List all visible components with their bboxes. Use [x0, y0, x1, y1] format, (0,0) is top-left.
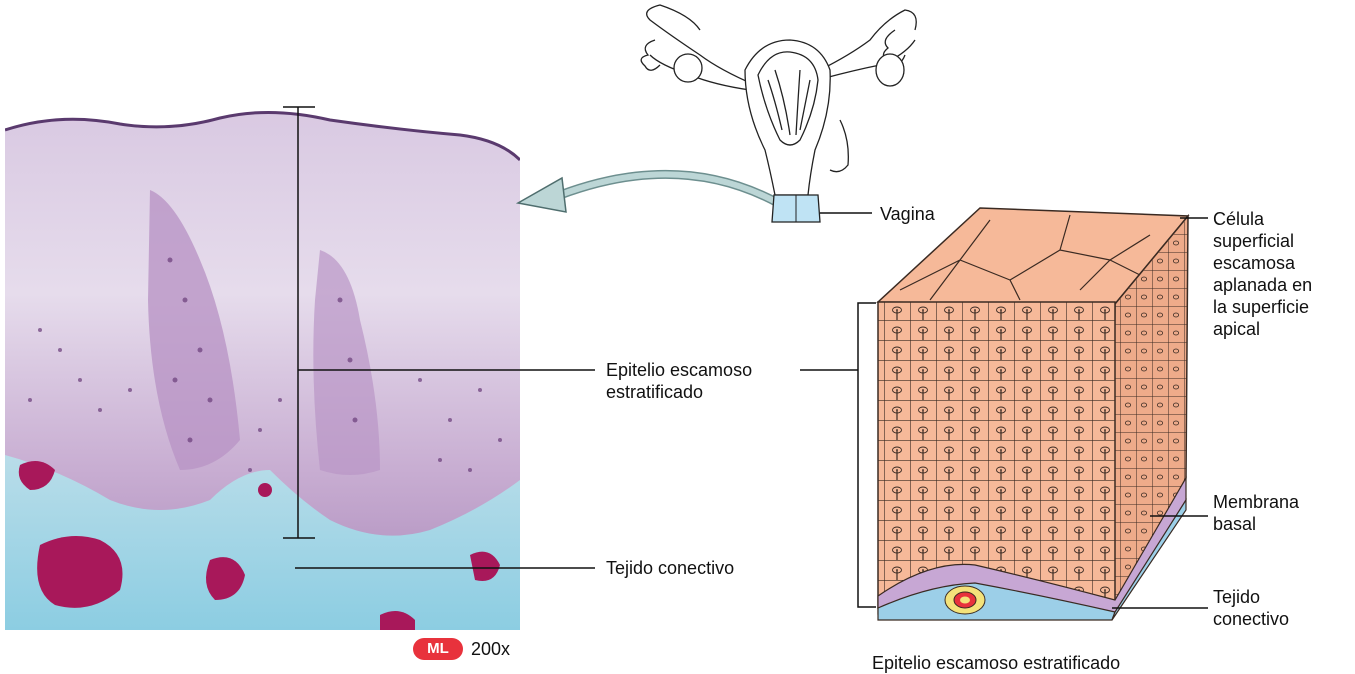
label-connective-tissue-right: Tejido conectivo: [1213, 586, 1289, 630]
label-basement-membrane: Membrana basal: [1213, 491, 1299, 535]
micrograph: [5, 95, 520, 630]
figure-caption: Epitelio escamoso estratificado: [872, 652, 1292, 674]
uterus-drawing: [641, 5, 916, 222]
stratified-block: [878, 208, 1188, 620]
microscopy-badge: ML: [413, 638, 463, 660]
magnification-label: 200x: [471, 638, 510, 660]
label-stratified-epithelium: Epitelio escamoso estratificado: [606, 359, 752, 403]
pointer-arrow: [518, 174, 778, 212]
diagram-bracket: [858, 303, 876, 607]
label-superficial-cell: Célula superficial escamosa aplanada en …: [1213, 208, 1312, 340]
label-connective-tissue-left: Tejido conectivo: [606, 557, 734, 579]
label-vagina: Vagina: [880, 203, 935, 225]
